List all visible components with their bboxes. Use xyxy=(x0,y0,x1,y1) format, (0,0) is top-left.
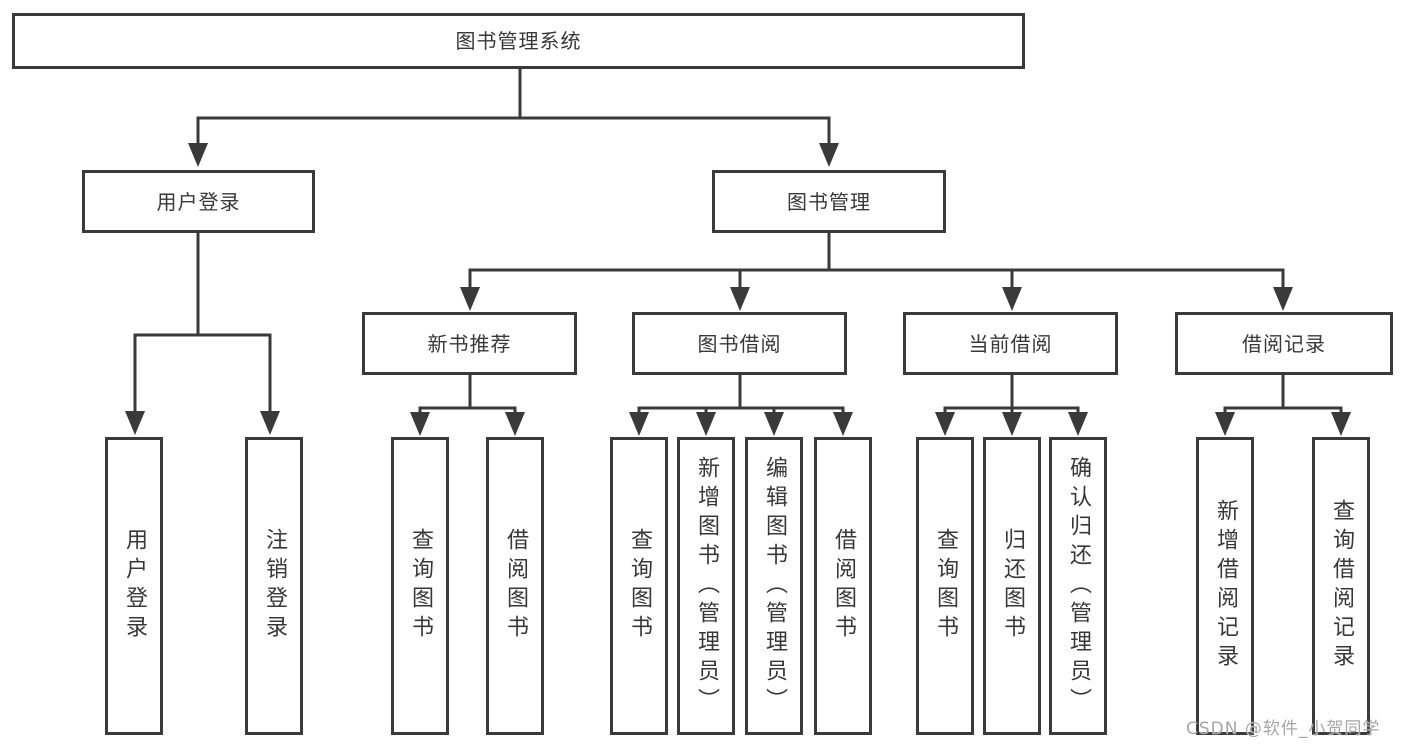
leaf-query-books-borrow: 查询图书 xyxy=(610,437,668,735)
arrowhead-icon xyxy=(1068,412,1088,436)
node-borrowing-records: 借阅记录 xyxy=(1175,312,1393,375)
node-new-book-recommend: 新书推荐 xyxy=(362,312,577,375)
arrowhead-icon xyxy=(764,412,784,436)
arrowheads xyxy=(125,143,1351,436)
arrowhead-icon xyxy=(1002,287,1022,311)
leaf-borrow-books: 借阅图书 xyxy=(814,437,872,735)
leaf-add-books-admin: 新增图书（管理员） xyxy=(677,437,735,735)
arrowhead-icon xyxy=(833,412,853,436)
csdn-watermark: CSDN @软件_小贺同学 xyxy=(1186,719,1381,739)
leaf-user-login: 用户登录 xyxy=(105,437,163,735)
leaf-edit-books-admin: 编辑图书（管理员） xyxy=(745,437,803,735)
arrowhead-icon xyxy=(1273,287,1293,311)
leaf-confirm-return-admin: 确认归还（管理员） xyxy=(1049,437,1107,735)
arrowhead-icon xyxy=(629,412,649,436)
leaf-logout: 注销登录 xyxy=(245,437,303,735)
node-root-library-system: 图书管理系统 xyxy=(12,13,1025,69)
arrowhead-icon xyxy=(1331,412,1351,436)
leaf-add-borrow-record: 新增借阅记录 xyxy=(1196,437,1254,735)
node-book-borrowing: 图书借阅 xyxy=(632,312,847,375)
arrowhead-icon xyxy=(460,287,480,311)
leaf-query-books-current: 查询图书 xyxy=(916,437,974,735)
arrowhead-icon xyxy=(505,412,525,436)
arrowhead-icon xyxy=(1002,412,1022,436)
arrowhead-icon xyxy=(260,411,280,435)
leaf-return-books: 归还图书 xyxy=(983,437,1041,735)
arrowhead-icon xyxy=(819,143,839,167)
arrowhead-icon xyxy=(935,412,955,436)
leaf-borrow-books-recommend: 借阅图书 xyxy=(486,437,544,735)
leaf-query-borrow-record: 查询借阅记录 xyxy=(1312,437,1370,735)
node-book-management: 图书管理 xyxy=(712,170,946,233)
arrowhead-icon xyxy=(1215,412,1235,436)
arrowhead-icon xyxy=(188,143,208,167)
node-current-borrowing: 当前借阅 xyxy=(903,312,1118,375)
arrowhead-icon xyxy=(410,412,430,436)
arrowhead-icon xyxy=(696,412,716,436)
arrowhead-icon xyxy=(125,411,145,435)
arrowhead-icon xyxy=(730,287,750,311)
leaf-query-books-recommend: 查询图书 xyxy=(391,437,449,735)
node-user-login: 用户登录 xyxy=(82,170,315,233)
